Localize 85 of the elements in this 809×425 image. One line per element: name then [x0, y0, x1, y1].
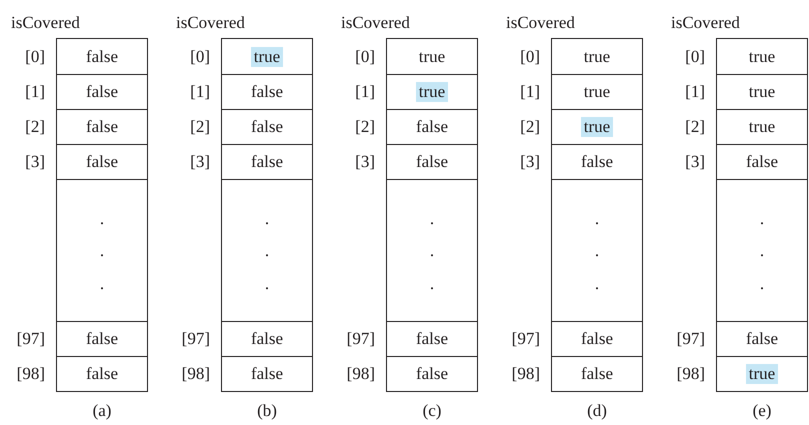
cell-value: false	[250, 364, 284, 384]
ellipsis-dot: .	[264, 274, 270, 292]
index-label: [1]	[190, 82, 210, 102]
ellipsis-dot: .	[430, 210, 434, 226]
ellipsis-dot: .	[100, 242, 104, 259]
cell-value: false	[414, 152, 450, 172]
array-name: isCovered	[506, 13, 575, 33]
cell-value: true	[250, 46, 284, 66]
index-label: [1]	[685, 82, 705, 102]
index-label: [1]	[355, 82, 375, 102]
array-name: isCovered	[341, 13, 410, 33]
cell-value: false	[744, 152, 780, 172]
index-label: [3]	[685, 152, 705, 172]
cell-value: false	[250, 117, 284, 137]
index-label: [1]	[520, 82, 540, 102]
cell-value: false	[414, 364, 450, 384]
cell-value: true	[582, 82, 612, 102]
ellipsis-dot: .	[430, 274, 434, 292]
array-name: isCovered	[11, 13, 80, 33]
index-label: [97]	[346, 329, 375, 349]
cell-value: false	[84, 46, 120, 66]
cell-value: true	[580, 117, 614, 137]
index-label: [97]	[182, 329, 210, 349]
index-label: [98]	[512, 364, 540, 384]
cell-value: false	[250, 82, 284, 102]
ellipsis-dot: .	[594, 242, 600, 259]
cell-value: false	[580, 329, 614, 349]
index-label: [0]	[355, 46, 375, 66]
cell-value: true	[418, 46, 446, 66]
cell-value: false	[250, 152, 284, 172]
ellipsis-dot: .	[264, 210, 270, 226]
panel-caption: (d)	[586, 401, 608, 421]
index-label: [98]	[346, 364, 375, 384]
index-label: [3]	[190, 152, 210, 172]
index-label: [2]	[520, 117, 540, 137]
index-label: [0]	[190, 46, 210, 66]
index-label: [3]	[355, 152, 375, 172]
index-label: [3]	[520, 152, 540, 172]
ellipsis-dot: .	[100, 274, 104, 292]
cell-value: false	[84, 152, 120, 172]
index-label: [98]	[16, 364, 45, 384]
index-label: [0]	[25, 46, 45, 66]
cell-value: false	[84, 82, 120, 102]
cell-value: true	[746, 364, 778, 384]
index-label: [98]	[676, 364, 705, 384]
panel-caption: (a)	[92, 401, 112, 421]
index-label: [98]	[182, 364, 210, 384]
cell-value: false	[250, 329, 284, 349]
cell-value: false	[84, 364, 120, 384]
cell-value: true	[582, 46, 612, 66]
ellipsis-dot: .	[430, 242, 434, 259]
cell-value: false	[414, 329, 450, 349]
ellipsis-dot: .	[760, 210, 764, 226]
cell-value: false	[84, 117, 120, 137]
cell-value: true	[748, 82, 776, 102]
ellipsis-dot: .	[760, 242, 764, 259]
cell-value: true	[416, 82, 448, 102]
ellipsis-dot: .	[264, 242, 270, 259]
index-label: [1]	[25, 82, 45, 102]
cell-value: false	[744, 329, 780, 349]
array-name: isCovered	[176, 13, 245, 33]
array-name: isCovered	[671, 13, 740, 33]
ellipsis-dot: .	[594, 210, 600, 226]
panel-caption: (b)	[256, 401, 278, 421]
index-label: [2]	[685, 117, 705, 137]
index-label: [3]	[25, 152, 45, 172]
index-label: [97]	[16, 329, 45, 349]
index-label: [2]	[25, 117, 45, 137]
cell-value: false	[580, 152, 614, 172]
ellipsis-dot: .	[760, 274, 764, 292]
cell-value: false	[84, 329, 120, 349]
ellipsis-dot: .	[100, 210, 104, 226]
index-label: [2]	[355, 117, 375, 137]
cell-value: false	[580, 364, 614, 384]
cell-value: true	[748, 117, 776, 137]
panel-caption: (c)	[422, 401, 442, 421]
index-label: [0]	[520, 46, 540, 66]
index-label: [97]	[676, 329, 705, 349]
index-label: [0]	[685, 46, 705, 66]
cell-value: true	[748, 46, 776, 66]
panel-caption: (e)	[752, 401, 772, 421]
index-label: [2]	[190, 117, 210, 137]
cell-value: false	[414, 117, 450, 137]
index-label: [97]	[512, 329, 540, 349]
ellipsis-dot: .	[594, 274, 600, 292]
